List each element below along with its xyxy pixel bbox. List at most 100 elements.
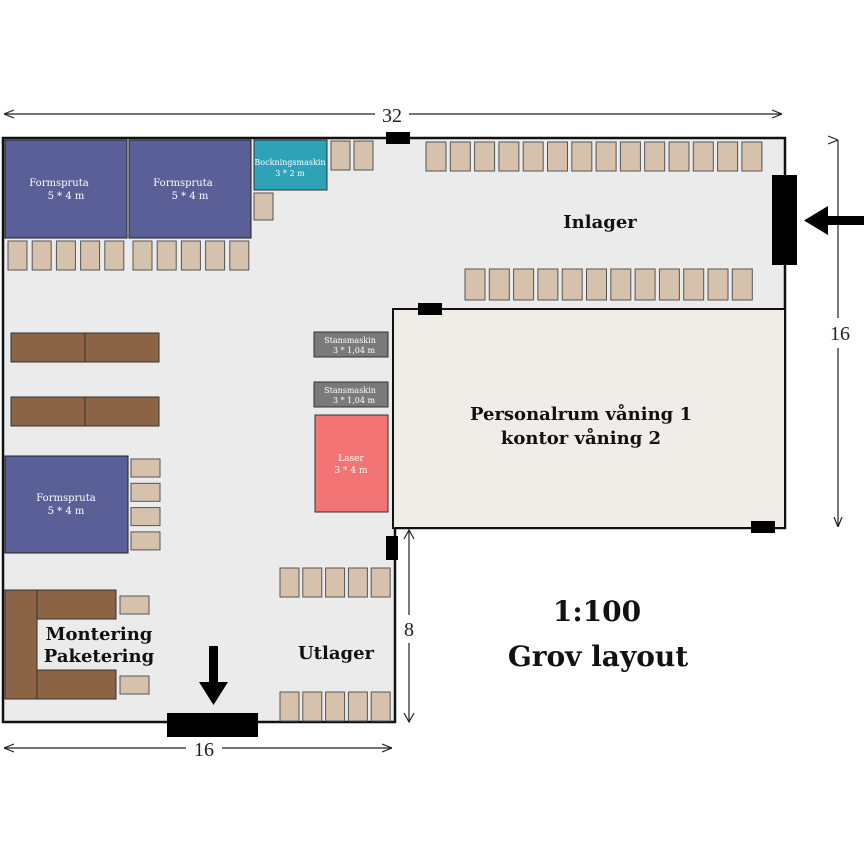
pallet — [156, 240, 177, 271]
pallet-group — [7, 140, 763, 722]
pallet — [634, 268, 656, 301]
pallet — [571, 141, 593, 172]
pallet — [547, 141, 568, 172]
pallet — [253, 192, 274, 221]
pallet — [302, 567, 323, 598]
pallet — [347, 567, 368, 598]
dimension-bottom-label: 16 — [194, 739, 214, 761]
door-top — [386, 132, 410, 144]
pallet — [130, 482, 161, 502]
dimension-right-label: 16 — [830, 323, 850, 345]
pallet — [498, 141, 520, 172]
pallet — [731, 268, 753, 301]
pallet — [119, 595, 150, 615]
pallet — [180, 240, 201, 271]
pallet — [658, 268, 680, 301]
pallet — [279, 691, 300, 722]
workbench — [84, 396, 160, 427]
pallet — [119, 675, 150, 695]
machine-formspruta-2 — [128, 139, 252, 239]
pallet — [7, 240, 28, 271]
pallet — [561, 268, 583, 301]
pallet — [683, 268, 705, 301]
pallet — [132, 240, 153, 271]
machine-laser-size: 3 * 4 m — [334, 466, 368, 476]
gate-inlager — [772, 175, 797, 265]
machine-formspruta-2-size: 5 * 4 m — [172, 191, 209, 202]
assembly-bench — [36, 669, 117, 700]
door-office-side — [386, 536, 398, 560]
pallet — [31, 240, 52, 271]
pallet — [325, 567, 346, 598]
assembly-bench — [36, 589, 117, 620]
assembly-bench — [4, 589, 38, 700]
pallet — [692, 141, 714, 172]
pallet — [229, 240, 250, 271]
pallet — [668, 141, 690, 172]
machine-formspruta-3-size: 5 * 4 m — [48, 506, 85, 517]
workbench — [10, 396, 86, 427]
pallet — [425, 141, 447, 172]
machine-stansmaskin-2-label: Stansmaskin — [324, 386, 376, 395]
pallet — [325, 691, 346, 722]
pallet — [717, 141, 739, 172]
pallet — [130, 531, 161, 551]
area-label-kontor: kontor våning 2 — [501, 426, 661, 449]
machine-bockningsmaskin-label: Bockningsmaskin — [254, 158, 325, 167]
pallet — [644, 141, 666, 172]
door-office-bottom-right — [751, 521, 775, 533]
dimension-top-label: 32 — [382, 105, 402, 127]
area-label-inlager: Inlager — [563, 212, 637, 233]
pallet — [330, 140, 351, 171]
machine-formspruta-1 — [4, 139, 128, 239]
machine-formspruta-1-size: 5 * 4 m — [48, 191, 85, 202]
gate-utlager — [167, 713, 258, 737]
pallet — [130, 458, 161, 478]
pallet — [464, 268, 486, 301]
pallet — [205, 240, 226, 271]
area-label-montering: Montering — [46, 624, 153, 645]
machine-stansmaskin-1-size: 3 * 1,04 m — [333, 346, 376, 355]
pallet — [610, 268, 632, 301]
machine-formspruta-1-label: Formspruta — [29, 178, 88, 189]
pallet — [370, 567, 391, 598]
personalrum-area — [392, 308, 786, 529]
pallet — [449, 141, 471, 172]
dimension-right-lower-label: 8 — [404, 619, 414, 641]
machine-stansmaskin-2-size: 3 * 1,04 m — [333, 396, 376, 405]
pallet — [522, 141, 544, 172]
pallet — [488, 268, 510, 301]
area-label-paketering: Paketering — [44, 646, 155, 667]
workbench — [10, 332, 86, 363]
machine-laser — [314, 414, 389, 513]
pallet — [80, 240, 101, 271]
layout-title: Grov layout — [508, 640, 688, 673]
machine-formspruta-3 — [4, 455, 129, 554]
pallet — [353, 140, 374, 171]
pallet — [279, 567, 300, 598]
pallet — [619, 141, 641, 172]
pallet — [513, 268, 535, 301]
scale-label: 1:100 — [553, 595, 641, 628]
pallet — [741, 141, 763, 172]
machine-formspruta-2-label: Formspruta — [153, 178, 212, 189]
pallet — [347, 691, 368, 722]
pallet — [55, 240, 76, 271]
machine-bockningsmaskin-size: 3 * 2 m — [275, 169, 305, 178]
area-label-utlager: Utlager — [298, 643, 375, 664]
pallet — [537, 268, 559, 301]
machine-laser-label: Laser — [338, 454, 364, 464]
pallet — [130, 507, 161, 527]
machine-stansmaskin-1 — [313, 331, 389, 358]
pallet — [302, 691, 323, 722]
machine-bockningsmaskin — [253, 139, 328, 191]
pallet — [370, 691, 391, 722]
pallet — [474, 141, 496, 172]
door-office-top — [418, 303, 442, 315]
pallet — [104, 240, 125, 271]
pallet — [707, 268, 729, 301]
pallet — [586, 268, 607, 301]
arrow-out-icon — [199, 646, 228, 705]
workbench — [84, 332, 160, 363]
